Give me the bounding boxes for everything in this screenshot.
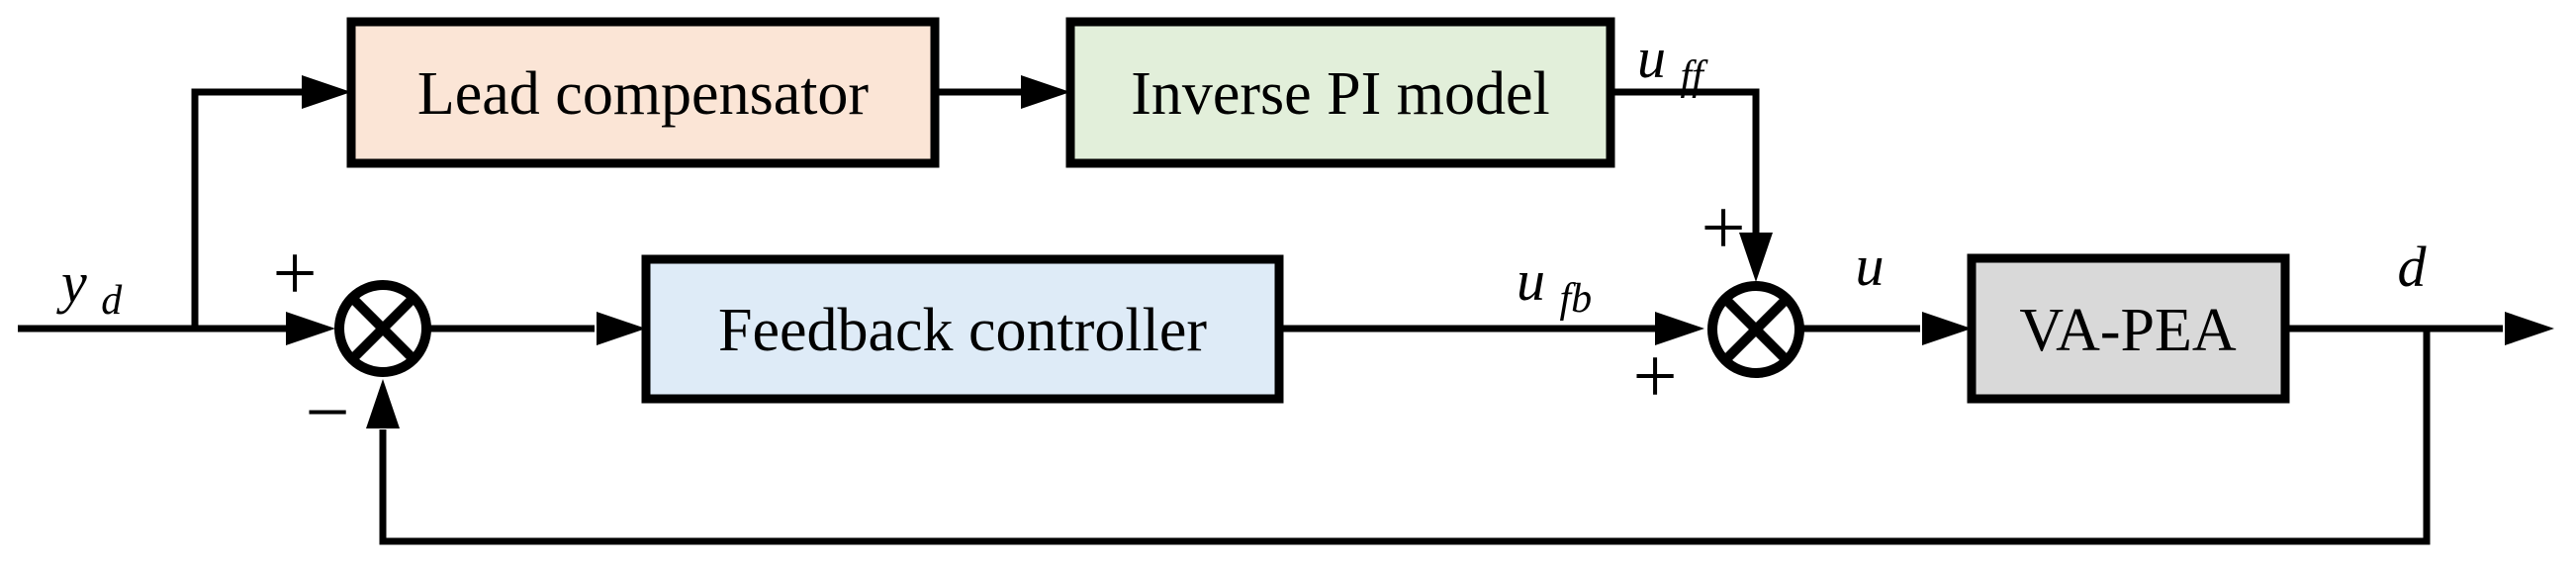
feedback-base: u: [1517, 248, 1545, 313]
va-pea-label: VA-PEA: [2019, 297, 2237, 364]
inverse-pi-model-label: Inverse PI model: [1131, 60, 1550, 128]
arrowhead-into-sum2-left: [1655, 312, 1704, 345]
feedforward-signal-label: u ff: [1637, 26, 1708, 99]
arrowhead-into-lead-compensator: [302, 75, 351, 109]
lead-compensator-block: [346, 17, 940, 168]
reference-sub: d: [101, 278, 123, 324]
reference-signal-label: y d: [56, 250, 123, 324]
arrowhead-into-feedback-controller: [597, 312, 646, 345]
arrowhead-into-sum1: [286, 312, 335, 345]
reference-base: y: [56, 250, 87, 315]
feedback-controller-block: [641, 254, 1284, 404]
sum2-plus-sign-top: +: [1701, 185, 1745, 272]
output-signal-label: d: [2398, 235, 2428, 299]
sum1-cross-line: [348, 294, 417, 363]
inverse-pi-model-block: [1065, 17, 1615, 168]
control-signal-label: u: [1856, 234, 1885, 298]
sum2-plus-sign-bottom: +: [1632, 333, 1677, 421]
feedforward-base: u: [1637, 26, 1666, 90]
sum1-plus-sign: +: [272, 231, 317, 318]
arrowhead-into-va-pea: [1922, 312, 1972, 345]
sum2-cross-line: [1721, 295, 1791, 364]
lead-compensator-label: Lead compensator: [417, 60, 870, 128]
feedforward-wire: [1610, 88, 1760, 233]
arrowhead-into-inverse-pi: [1021, 75, 1070, 109]
feedback-loop-wire: [379, 329, 2431, 545]
summing-junction-2: [1707, 281, 1804, 378]
sum1-minus-sign: −: [305, 369, 349, 456]
control-base: u: [1856, 234, 1885, 298]
feedback-controller-label: Feedback controller: [718, 297, 1207, 364]
va-pea-block: [1967, 253, 2290, 404]
arrowhead-output: [2505, 312, 2554, 345]
summing-junction-1: [334, 280, 431, 377]
feedback-sub: fb: [1560, 276, 1593, 322]
arrowhead-into-sum1-bottom: [366, 379, 400, 428]
arrowhead-into-sum2-top: [1739, 233, 1773, 282]
feedback-signal-label: u fb: [1517, 248, 1592, 322]
output-base: d: [2398, 235, 2428, 299]
reference-branch-wire: [191, 88, 302, 329]
